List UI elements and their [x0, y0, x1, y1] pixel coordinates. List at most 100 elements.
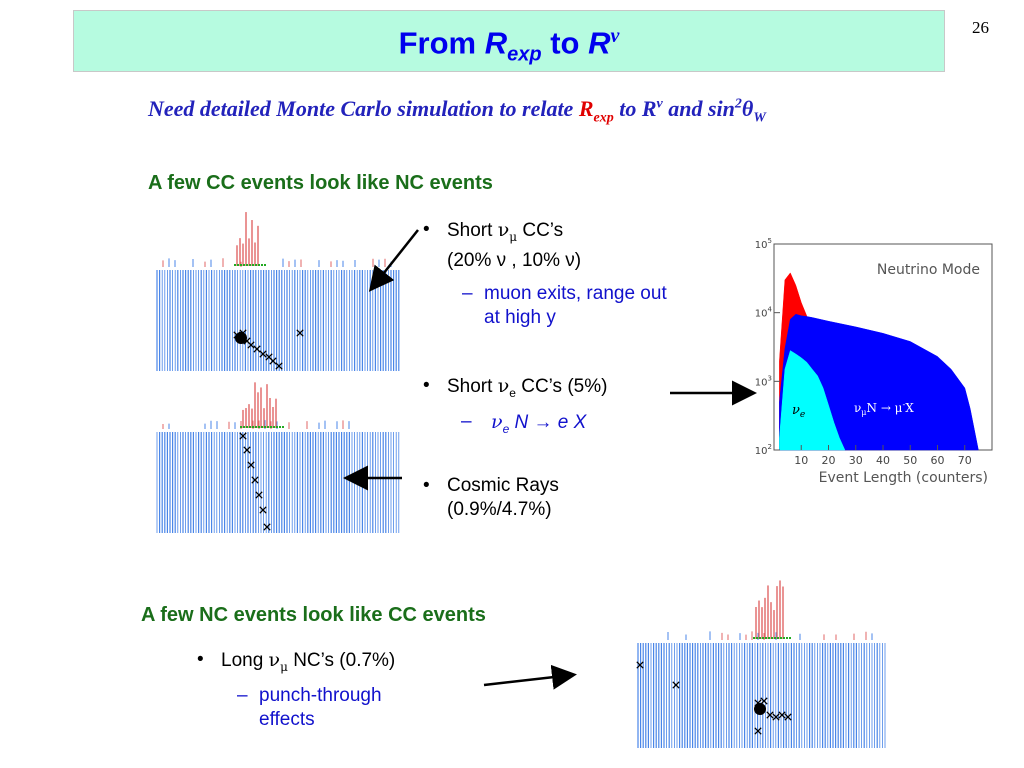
hit-marker	[246, 264, 248, 266]
hit-marker	[267, 426, 269, 428]
hit-marker	[252, 264, 254, 266]
track-hit	[253, 345, 261, 353]
hit-marker	[780, 637, 782, 639]
hit-marker	[756, 637, 758, 639]
track-hit	[754, 727, 762, 735]
hit-marker	[261, 264, 263, 266]
arrows	[343, 229, 757, 491]
subbullet-muon-exits: – muon exits, range out at high y	[462, 283, 667, 328]
x-tick-label: 20	[822, 454, 836, 467]
track-hit	[259, 506, 267, 514]
hit-marker	[252, 426, 254, 428]
x-tick-label: 10	[794, 454, 808, 467]
hit-marker	[786, 637, 788, 639]
hit-marker	[258, 426, 260, 428]
event-display-nc	[636, 580, 886, 748]
y-tick-label: 104	[755, 306, 773, 320]
arrow-short-numu	[368, 229, 419, 292]
hit-marker	[240, 426, 242, 428]
x-tick-label: 60	[931, 454, 945, 467]
slide-subtitle: Need detailed Monte Carlo simulation to …	[148, 96, 766, 126]
track-hit	[263, 523, 271, 531]
hit-marker	[270, 426, 272, 428]
x-tick-label: 40	[876, 454, 890, 467]
hit-marker	[753, 637, 755, 639]
hit-marker	[261, 426, 263, 428]
hit-marker	[777, 637, 779, 639]
vertex-blob	[754, 703, 766, 715]
x-tick-label: 30	[849, 454, 863, 467]
event-length-chart: 10 20 30 40 50 60 70 102 103 104 105 Neutrino Mode…	[755, 238, 993, 486]
page-number: 26	[972, 18, 989, 37]
track-hit	[772, 713, 780, 721]
nue-label: νe	[792, 403, 805, 420]
y-tick-label: 103	[755, 374, 772, 388]
track-hit	[672, 681, 680, 689]
track-hit	[259, 350, 267, 358]
track-hit	[766, 711, 774, 719]
arrow-long-numu	[483, 665, 577, 690]
track-hit	[239, 432, 247, 440]
track-hit	[243, 446, 251, 454]
hit-histogram	[162, 212, 392, 267]
hit-marker	[789, 637, 791, 639]
hit-marker	[771, 637, 773, 639]
track-hit	[296, 329, 304, 337]
hit-marker	[234, 264, 236, 266]
hit-marker	[249, 426, 251, 428]
hit-marker	[264, 426, 266, 428]
hit-marker	[774, 637, 776, 639]
track-hit	[247, 341, 255, 349]
hit-marker	[240, 264, 242, 266]
event-display-cc-1	[156, 212, 400, 371]
hit-marker	[768, 637, 770, 639]
hit-marker	[249, 264, 251, 266]
track-hit	[636, 661, 644, 669]
x-tick-label: 70	[958, 454, 972, 467]
chart-title: Neutrino Mode	[877, 262, 980, 278]
hit-marker	[258, 264, 260, 266]
hit-marker	[783, 637, 785, 639]
slide-title: From Rexp to Rν	[398, 25, 620, 66]
hit-marker	[762, 637, 764, 639]
track-hit	[251, 476, 259, 484]
hit-marker	[246, 426, 248, 428]
hit-marker	[279, 426, 281, 428]
hit-marker	[273, 426, 275, 428]
hit-marker	[243, 426, 245, 428]
section1-heading: A few CC events look like NC events	[148, 172, 493, 194]
hit-marker	[255, 264, 257, 266]
y-tick-label: 102	[755, 443, 772, 457]
bullet-long-numu-nc: • Long νμ NC’s (0.7%)	[197, 649, 396, 674]
hit-marker	[243, 264, 245, 266]
section2-heading: A few NC events look like CC events	[141, 604, 486, 626]
track-hit	[760, 697, 768, 705]
y-tick-label: 105	[755, 238, 772, 251]
event-display-cc-2	[156, 382, 400, 533]
title-banner: From Rexp to Rν	[73, 10, 945, 72]
bullet-short-nue: • Short νe CC’s (5%)	[423, 375, 608, 400]
bullet-short-numu: • Short νμ CC’s (20% ν , 10% ν)	[423, 219, 582, 271]
track-hit	[778, 711, 786, 719]
bullet-cosmic-rays: • Cosmic Rays (0.9%/4.7%)	[423, 475, 559, 520]
track-hit	[269, 357, 277, 365]
x-tick-label: 50	[903, 454, 917, 467]
hit-marker	[282, 426, 284, 428]
vertex-blob	[235, 332, 247, 344]
track-hit	[255, 491, 263, 499]
hit-marker	[255, 426, 257, 428]
chart-series-area-2	[779, 350, 846, 451]
chart-xlabel: Event Length (counters)	[819, 470, 988, 486]
hit-marker	[759, 637, 761, 639]
hit-marker	[276, 426, 278, 428]
track-hit	[784, 713, 792, 721]
track-hit	[247, 461, 255, 469]
subbullet-punch-through: – punch-through effects	[237, 685, 382, 730]
track-hit	[275, 362, 283, 370]
hit-marker	[765, 637, 767, 639]
hit-marker	[237, 264, 239, 266]
subbullet-nue-reaction: – νe N → e X	[461, 411, 587, 436]
track-marks	[233, 329, 304, 370]
hit-marker	[264, 264, 266, 266]
numu-cc-label: νμN → μ-X	[854, 400, 914, 417]
